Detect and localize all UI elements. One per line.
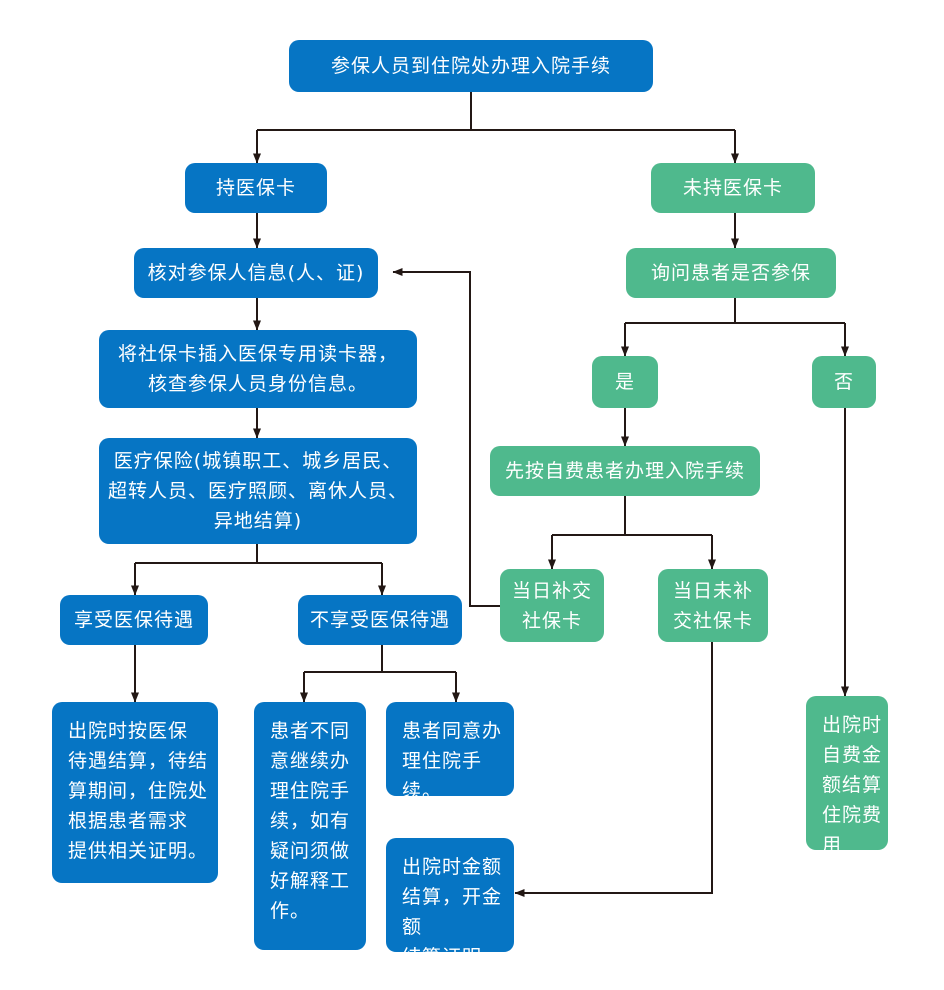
insurance-types-node: 医疗保险(城镇职工、城乡居民、 超转人员、医疗照顾、离休人员、 异地结算): [99, 438, 417, 544]
same-day-pay-node: 当日补交 社保卡: [500, 569, 604, 642]
discharge-insurance-node: 出院时按医保 待遇结算，待结 算期间，住院处 根据患者需求 提供相关证明。: [52, 702, 218, 883]
has-card-node: 持医保卡: [185, 163, 327, 213]
agree-node: 患者同意办 理住院手续。: [386, 702, 514, 802]
same-day-not-pay-node: 当日未补 交社保卡: [658, 569, 768, 642]
arrow: [514, 642, 713, 897]
self-pay-admit-node: 先按自费患者办理入院手续: [490, 446, 760, 496]
discharge-self-node: 出院时 自费金 额结算 住院费 用: [806, 696, 888, 856]
yes-node: 是: [592, 356, 658, 408]
discharge-full-node: 出院时金额 结算，开金额 结算证明。: [386, 838, 514, 968]
no-node: 否: [812, 356, 876, 408]
insert-card-node: 将社保卡插入医保专用读卡器， 核查参保人员身份信息。: [99, 330, 417, 408]
start-node: 参保人员到住院处办理入院手续: [289, 40, 653, 92]
not-enjoy-node: 不享受医保待遇: [298, 595, 462, 645]
disagree-node: 患者不同 意继续办 理住院手 续，如有 疑问须做 好解释工 作。: [254, 702, 366, 950]
enjoy-node: 享受医保待遇: [60, 595, 208, 645]
arrow: [392, 268, 500, 607]
no-card-node: 未持医保卡: [651, 163, 815, 213]
ask-insured-node: 询问患者是否参保: [626, 248, 836, 298]
verify-info-node: 核对参保人信息(人、证): [134, 248, 378, 298]
